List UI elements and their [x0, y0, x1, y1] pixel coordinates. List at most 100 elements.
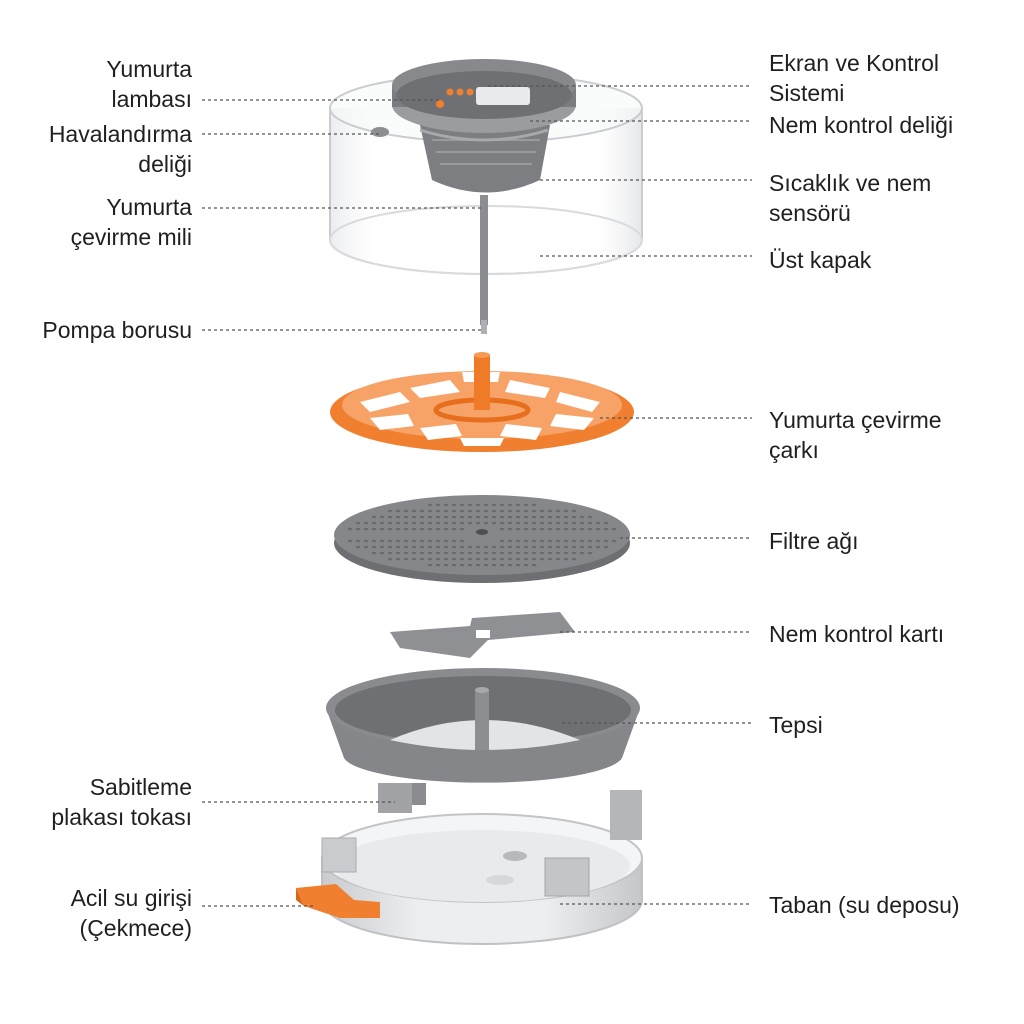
- mesh-hole: [515, 563, 521, 567]
- mesh-hole: [555, 539, 561, 543]
- mesh-hole: [515, 539, 521, 543]
- mesh-hole: [587, 527, 593, 531]
- mesh-hole: [435, 503, 441, 507]
- mesh-hole: [347, 539, 353, 543]
- mesh-hole: [547, 551, 553, 555]
- mesh-hole: [491, 551, 497, 555]
- mesh-hole: [411, 557, 417, 561]
- mesh-hole: [523, 527, 529, 531]
- mesh-hole: [587, 539, 593, 543]
- mesh-hole: [499, 551, 505, 555]
- mesh-hole: [603, 545, 609, 549]
- label-egg-turning-wheel: Yumurta çevirme çarkı: [769, 407, 942, 463]
- mesh-hole: [587, 515, 593, 519]
- mesh-hole: [411, 545, 417, 549]
- mesh-hole: [523, 551, 529, 555]
- mesh-hole: [459, 503, 465, 507]
- mesh-hole: [427, 545, 433, 549]
- mesh-hole: [563, 515, 569, 519]
- mesh-hole: [507, 545, 513, 549]
- mesh-hole: [483, 545, 489, 549]
- mesh-hole: [403, 539, 409, 543]
- mesh-hole: [459, 551, 465, 555]
- mesh-hole: [355, 521, 361, 525]
- label-humidity-hole: Nem kontrol deliği: [769, 112, 954, 138]
- mesh-hole: [483, 557, 489, 561]
- mesh-hole: [547, 515, 553, 519]
- mesh-hole: [603, 539, 609, 543]
- mesh-hole: [395, 527, 401, 531]
- mesh-hole: [451, 539, 457, 543]
- mesh-hole: [443, 515, 449, 519]
- mesh-hole: [387, 551, 393, 555]
- egg-turning-wheel: [330, 352, 634, 452]
- mesh-hole: [579, 521, 585, 525]
- mesh-hole: [531, 527, 537, 531]
- mesh-hole: [419, 527, 425, 531]
- turning-shaft: [480, 195, 488, 334]
- mesh-hole: [403, 521, 409, 525]
- mesh-hole: [403, 557, 409, 561]
- mesh-hole: [363, 545, 369, 549]
- mesh-hole: [427, 539, 433, 543]
- mesh-hole: [443, 521, 449, 525]
- mesh-hole: [355, 545, 361, 549]
- button-dot: [446, 88, 454, 96]
- mesh-hole: [515, 527, 521, 531]
- mesh-hole: [395, 521, 401, 525]
- mesh-hole: [507, 503, 513, 507]
- mesh-hole: [547, 545, 553, 549]
- mesh-hole: [499, 527, 505, 531]
- mesh-hole: [475, 545, 481, 549]
- mesh-hole: [611, 539, 617, 543]
- mesh-hole: [587, 521, 593, 525]
- mesh-hole: [531, 509, 537, 513]
- mesh-hole: [363, 521, 369, 525]
- mesh-hole: [443, 509, 449, 513]
- mesh-hole: [427, 521, 433, 525]
- mesh-hole: [491, 545, 497, 549]
- fixing-plate-clip: [378, 783, 426, 813]
- mesh-hole: [435, 515, 441, 519]
- mesh-hole: [563, 545, 569, 549]
- mesh-hole: [523, 545, 529, 549]
- mesh-hole: [507, 527, 513, 531]
- mesh-hole: [539, 551, 545, 555]
- mesh-hole: [435, 527, 441, 531]
- mesh-hole: [507, 551, 513, 555]
- mesh-hole: [579, 551, 585, 555]
- mesh-hole: [515, 557, 521, 561]
- mesh-hole: [467, 509, 473, 513]
- mesh-hole: [507, 563, 513, 567]
- mesh-hole: [491, 503, 497, 507]
- mesh-hole: [475, 503, 481, 507]
- mesh-hole: [411, 515, 417, 519]
- mesh-hole: [563, 521, 569, 525]
- mesh-hole: [523, 503, 529, 507]
- filter-mesh: [334, 495, 630, 583]
- label-display-control: Ekran ve Kontrol Sistemi: [769, 50, 940, 106]
- mesh-hole: [419, 545, 425, 549]
- tray: [326, 668, 640, 783]
- mesh-hole: [499, 539, 505, 543]
- mesh-hole: [451, 551, 457, 555]
- mesh-hole: [427, 563, 433, 567]
- mesh-hole: [379, 545, 385, 549]
- mesh-hole: [371, 527, 377, 531]
- mesh-hole: [515, 545, 521, 549]
- mesh-hole: [531, 551, 537, 555]
- mesh-hole: [555, 545, 561, 549]
- mesh-hole: [571, 527, 577, 531]
- mesh-hole: [499, 515, 505, 519]
- mesh-hole: [523, 563, 529, 567]
- mesh-hole: [347, 527, 353, 531]
- mesh-hole: [427, 557, 433, 561]
- mesh-hole: [387, 521, 393, 525]
- mesh-hole: [403, 551, 409, 555]
- mesh-hole: [539, 509, 545, 513]
- mesh-hole: [563, 557, 569, 561]
- mesh-hole: [563, 509, 569, 513]
- mesh-hole: [435, 521, 441, 525]
- mesh-hole: [515, 503, 521, 507]
- mesh-hole: [355, 539, 361, 543]
